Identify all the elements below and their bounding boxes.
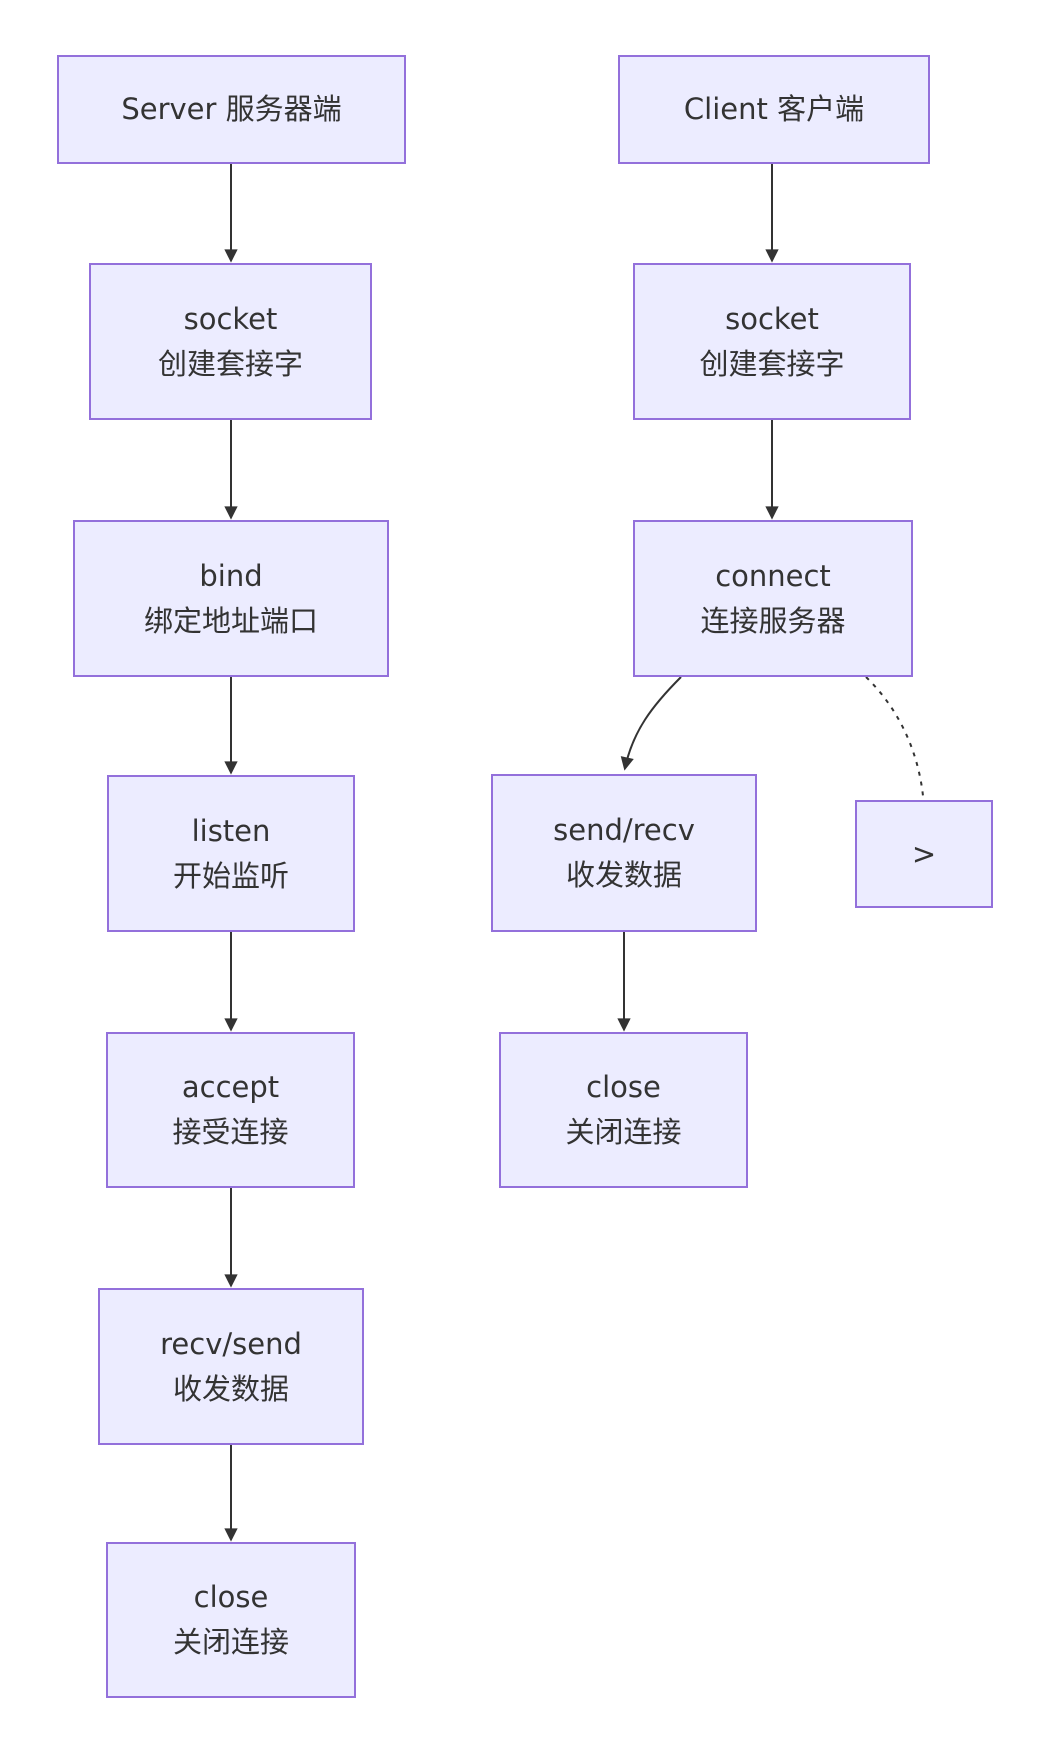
node-label-zh: 收发数据 xyxy=(565,858,682,892)
node-server-accept: accept 接受连接 xyxy=(106,1032,355,1188)
node-label-en: close xyxy=(193,1580,269,1615)
node-label-zh: 创建套接字 xyxy=(157,346,303,381)
node-label-en: close xyxy=(586,1070,661,1105)
node-label-zh: 接受连接 xyxy=(172,1115,289,1149)
node-label-en: bind xyxy=(199,558,263,593)
node-label: Client 客户端 xyxy=(683,92,865,127)
node-label-en: send/recv xyxy=(553,813,695,848)
node-arrow-label-box: > xyxy=(855,800,993,908)
node-label-en: socket xyxy=(725,301,819,336)
node-client-connect: connect 连接服务器 xyxy=(633,520,913,677)
node-server-listen: listen 开始监听 xyxy=(107,775,355,932)
node-label-en: accept xyxy=(181,1070,280,1105)
node-label-zh: 收发数据 xyxy=(172,1371,289,1406)
node-client-send-recv: send/recv 收发数据 xyxy=(491,774,757,932)
node-server-title: Server 服务器端 xyxy=(57,55,406,164)
node-label-zh: 关闭连接 xyxy=(565,1115,682,1149)
node-label-zh: 关闭连接 xyxy=(172,1625,289,1659)
node-label-zh: 绑定地址端口 xyxy=(143,603,318,638)
node-client-close: close 关闭连接 xyxy=(499,1032,748,1188)
node-client-socket: socket 创建套接字 xyxy=(633,263,911,420)
node-label-zh: 创建套接字 xyxy=(699,346,845,381)
node-label-zh: 开始监听 xyxy=(172,858,289,893)
node-label-en: listen xyxy=(191,813,271,848)
node-label-zh: 连接服务器 xyxy=(700,603,846,638)
node-label: Server 服务器端 xyxy=(121,92,342,127)
node-label-en: socket xyxy=(183,301,278,336)
edge-client-connect-to-sendrecv xyxy=(620,676,682,771)
node-label-en: connect xyxy=(715,558,831,593)
edge-client-connect-to-arrowbox-dotted xyxy=(865,676,924,797)
node-server-socket: socket 创建套接字 xyxy=(89,263,372,420)
node-label-en: recv/send xyxy=(160,1326,302,1361)
node-server-bind: bind 绑定地址端口 xyxy=(73,520,389,677)
node-server-recv-send: recv/send 收发数据 xyxy=(98,1288,364,1445)
node-client-title: Client 客户端 xyxy=(618,55,930,164)
node-server-close: close 关闭连接 xyxy=(106,1542,356,1698)
node-label: > xyxy=(911,836,937,871)
